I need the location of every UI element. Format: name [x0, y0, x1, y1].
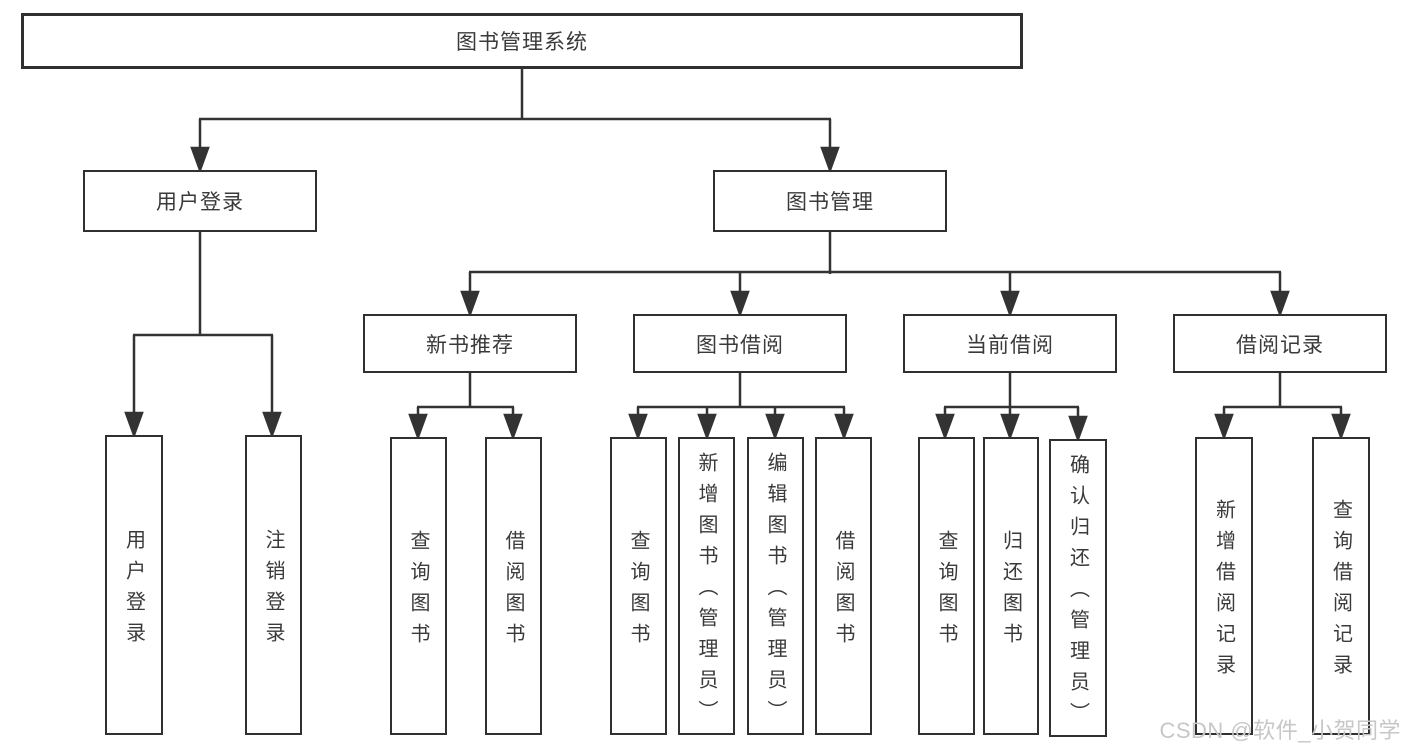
- leaf-edit-books-admin: 编辑图书（管理员）: [747, 437, 804, 735]
- node-book-borrow-label: 图书借阅: [696, 333, 784, 357]
- leaf-confirm-return-admin: 确认归还（管理员）: [1049, 439, 1107, 737]
- leaf-edit-books-admin-label: 编辑图书（管理员）: [764, 452, 786, 731]
- leaf-query-books-current: 查询图书: [918, 437, 975, 735]
- leaf-query-books-borrow-label: 查询图书: [627, 529, 649, 654]
- leaf-query-borrow-record-label: 查询借阅记录: [1329, 498, 1352, 685]
- leaf-logout: 注销登录: [245, 435, 302, 735]
- node-user-login: 用户登录: [83, 170, 317, 232]
- node-root-label: 图书管理系统: [456, 31, 588, 54]
- node-borrow-record: 借阅记录: [1173, 314, 1387, 373]
- leaf-return-books: 归还图书: [983, 437, 1039, 735]
- node-book-borrow: 图书借阅: [633, 314, 847, 373]
- node-current-borrow: 当前借阅: [903, 314, 1117, 373]
- node-borrow-record-label: 借阅记录: [1236, 333, 1324, 357]
- leaf-user-login-label: 用户登录: [122, 528, 145, 653]
- node-new-book-recommend: 新书推荐: [363, 314, 577, 373]
- leaf-add-books-admin-label: 新增图书（管理员）: [695, 452, 717, 731]
- csdn-watermark: CSDN @软件_小贺同学: [1159, 718, 1401, 743]
- leaf-user-login: 用户登录: [105, 435, 163, 735]
- leaf-borrow-books-recommend: 借阅图书: [485, 437, 542, 735]
- node-user-login-label: 用户登录: [156, 191, 244, 214]
- leaf-confirm-return-admin-label: 确认归还（管理员）: [1066, 454, 1089, 733]
- leaf-query-books-current-label: 查询图书: [935, 529, 957, 654]
- node-new-book-recommend-label: 新书推荐: [426, 333, 514, 357]
- leaf-query-books-borrow: 查询图书: [610, 437, 667, 735]
- leaf-query-borrow-record: 查询借阅记录: [1312, 437, 1370, 735]
- node-book-management-label: 图书管理: [786, 191, 874, 214]
- leaf-borrow-books-label: 借阅图书: [832, 529, 854, 654]
- leaf-query-books-recommend: 查询图书: [390, 437, 447, 735]
- leaf-logout-label: 注销登录: [262, 528, 284, 653]
- leaf-query-books-recommend-label: 查询图书: [407, 529, 429, 654]
- leaf-add-borrow-record: 新增借阅记录: [1195, 437, 1253, 735]
- leaf-borrow-books: 借阅图书: [815, 437, 872, 735]
- leaf-add-borrow-record-label: 新增借阅记录: [1212, 498, 1235, 685]
- node-book-management: 图书管理: [713, 170, 947, 232]
- node-root: 图书管理系统: [21, 13, 1023, 69]
- leaf-borrow-books-recommend-label: 借阅图书: [502, 529, 524, 654]
- leaf-add-books-admin: 新增图书（管理员）: [678, 437, 735, 735]
- node-current-borrow-label: 当前借阅: [966, 333, 1054, 357]
- leaf-return-books-label: 归还图书: [999, 529, 1022, 654]
